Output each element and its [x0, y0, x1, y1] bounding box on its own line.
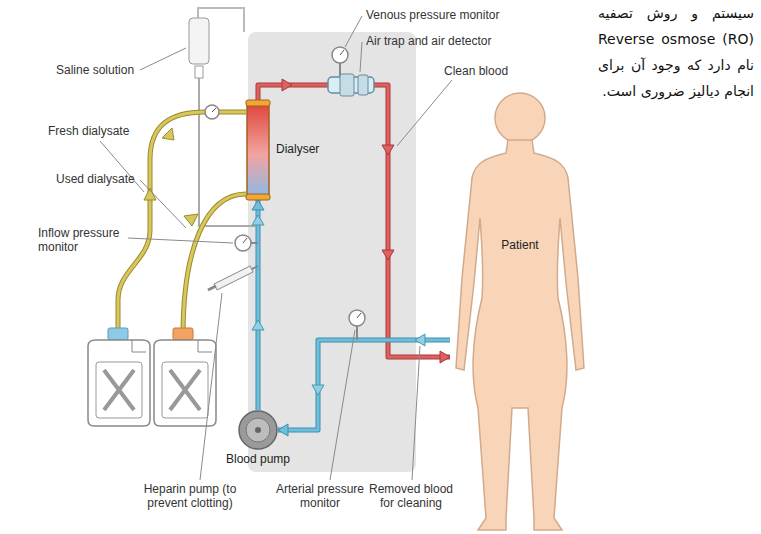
node-label: Patient — [450, 238, 590, 252]
blood-pump: Blood pump — [238, 410, 278, 450]
blood-tube — [258, 200, 259, 410]
air-trap — [328, 74, 374, 96]
part-label: Used dialysate — [56, 172, 135, 186]
arterial-gauge — [349, 310, 365, 340]
blood-tube — [258, 85, 450, 357]
dialysate-gauge — [205, 105, 219, 119]
arrow-head — [252, 200, 264, 210]
flow-arrow — [252, 320, 264, 330]
inflow-gauge — [235, 235, 258, 251]
part-label: Heparin pump (to prevent clotting) — [128, 482, 252, 510]
flow-arrow — [382, 145, 394, 155]
part-label: Removed blood for cleaning — [366, 482, 456, 510]
used-dialysate-tube — [183, 194, 246, 336]
note-text: سیستم و روش تصفیه (RO) Reverse osmose نا… — [598, 0, 754, 104]
leader-lines — [100, 16, 452, 480]
heparin-syringe — [208, 266, 258, 290]
flow-arrow — [252, 215, 264, 225]
flow-arrow — [184, 214, 198, 226]
pump-shape — [238, 410, 278, 450]
dialysate-jug — [88, 328, 150, 426]
node-label: Blood pump — [226, 452, 290, 466]
part-label: Venous pressure monitor — [366, 8, 499, 22]
patient-figure: Patient — [450, 78, 590, 534]
flow-arrow — [415, 334, 425, 346]
part-label: Inflow pressure monitor — [38, 226, 130, 254]
flow-arrow — [162, 128, 174, 140]
blood-tube — [278, 340, 450, 430]
part-label: Fresh dialysate — [48, 124, 129, 138]
patient-figure — [450, 78, 590, 534]
node-label: Dialyser — [276, 142, 319, 156]
dialysate-jug — [154, 328, 216, 426]
flow-arrow — [282, 79, 292, 91]
arrow-head — [440, 351, 450, 363]
fresh-dialysate-tube — [118, 112, 246, 336]
dialyser: Dialyser — [246, 100, 270, 200]
part-label: Arterial pressure monitor — [270, 482, 370, 510]
arrow-head — [278, 424, 288, 436]
panel-ground — [248, 32, 416, 472]
venous-gauge — [332, 47, 348, 78]
part-label: Saline solution — [56, 63, 134, 77]
part-label: Clean blood — [444, 64, 508, 78]
flow-arrow — [312, 385, 324, 395]
flow-arrow — [382, 250, 394, 260]
dialyser-shape — [246, 100, 270, 200]
part-label: Air trap and air detector — [366, 34, 491, 48]
